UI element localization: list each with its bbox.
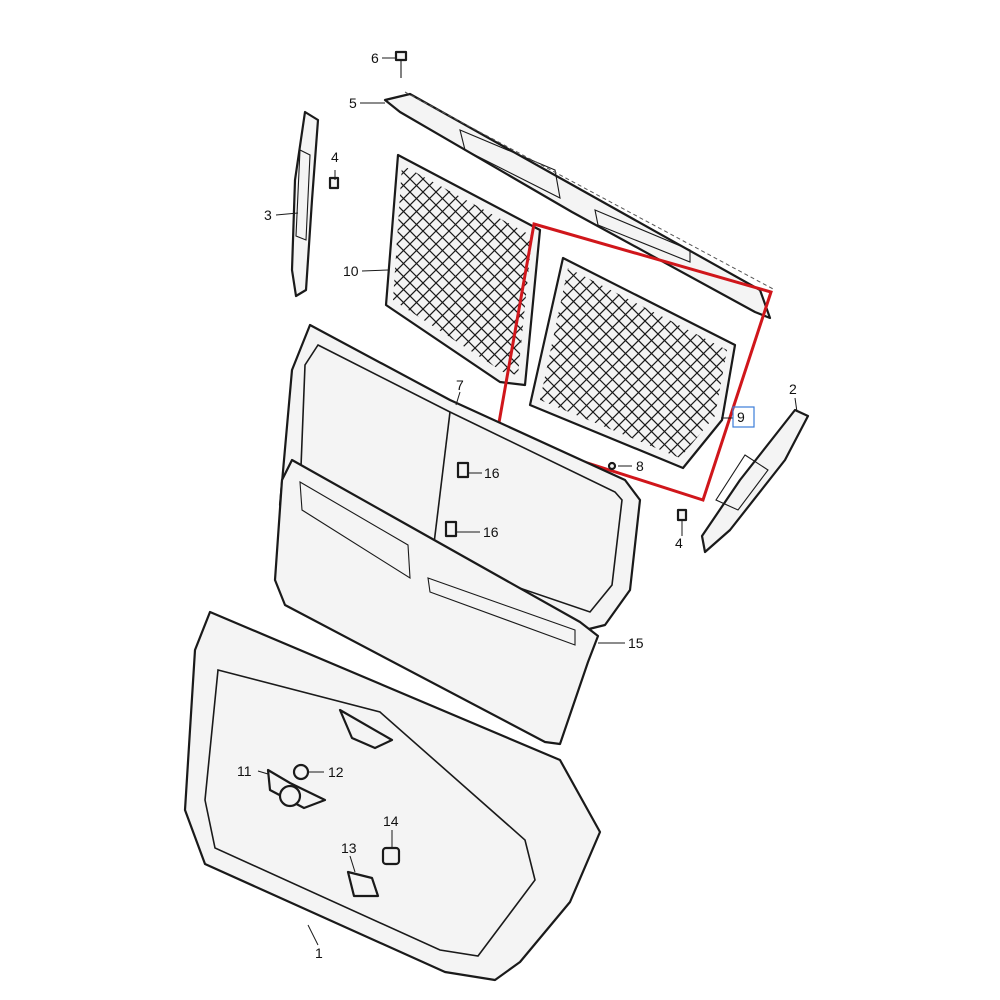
mesh-strand [393,165,532,375]
callout-12[interactable]: 12 [328,764,344,780]
callout-1[interactable]: 1 [315,945,323,961]
mesh-strand [393,165,532,375]
mesh-strand [540,268,727,458]
wing-badge-emblem [338,708,394,750]
clip-part-4-left[interactable] [328,176,340,190]
mesh-strand [540,268,727,458]
mesh-strand [540,268,727,458]
bracket-part-13[interactable] [346,870,380,898]
callout-16-lower[interactable]: 16 [483,524,499,540]
mesh-strand [540,268,727,458]
callout-2[interactable]: 2 [789,381,797,397]
callout-5[interactable]: 5 [349,95,357,111]
callout-16-upper[interactable]: 16 [484,465,500,481]
sensor-part-14[interactable] [381,846,401,866]
clip-part-16-upper[interactable] [456,461,470,479]
mesh-strand [393,165,532,375]
callout-14[interactable]: 14 [383,813,399,829]
mesh-strand [540,268,727,458]
mesh-strand [393,165,532,375]
mesh-strand [540,268,727,458]
callout-15[interactable]: 15 [628,635,644,651]
highlight-box [495,222,773,502]
callout-8[interactable]: 8 [636,458,644,474]
badge-ring-part-12[interactable] [292,763,310,781]
mesh-strand [540,268,727,458]
mesh-strand [540,268,727,458]
mesh-grille-part-9[interactable] [112,100,1000,620]
mesh-strand [540,268,727,458]
mesh-strand [540,268,727,458]
clip-part-4-right[interactable] [676,508,688,522]
callout-6[interactable]: 6 [371,50,379,66]
mesh-strand [540,268,727,458]
mesh-strand [393,165,532,375]
leader-lines [257,57,798,946]
mesh-strand [393,165,532,375]
mesh-strand [393,165,532,375]
mesh-strand [540,268,727,458]
side-bracket-part-3[interactable] [290,110,320,298]
callout-13[interactable]: 13 [341,840,357,856]
bezel-housing-part-1[interactable] [183,610,602,982]
callout-4-left[interactable]: 4 [331,149,339,165]
stud-part-8[interactable] [607,461,617,471]
side-bracket-part-2[interactable] [700,408,810,554]
screw-part-6[interactable] [394,50,408,78]
callout-7[interactable]: 7 [456,377,464,393]
mesh-strand [540,268,727,458]
mesh-grille-part-10[interactable] [0,10,982,530]
callout-4-right[interactable]: 4 [675,535,683,551]
callout-9[interactable]: 9 [737,409,745,425]
selected-callout-box [732,406,755,428]
callout-11[interactable]: 11 [237,763,252,779]
callout-10[interactable]: 10 [343,263,359,279]
mesh-strand [540,268,727,458]
mesh-strand [393,165,532,375]
seal-panel-part-15[interactable] [273,458,600,746]
emblem-part-11[interactable] [266,768,327,810]
mesh-strand [393,165,532,375]
clip-part-16-lower[interactable] [444,520,458,538]
mesh-strand [393,165,532,375]
callout-3[interactable]: 3 [264,207,272,223]
retaining-rail-part-5[interactable] [383,91,776,320]
